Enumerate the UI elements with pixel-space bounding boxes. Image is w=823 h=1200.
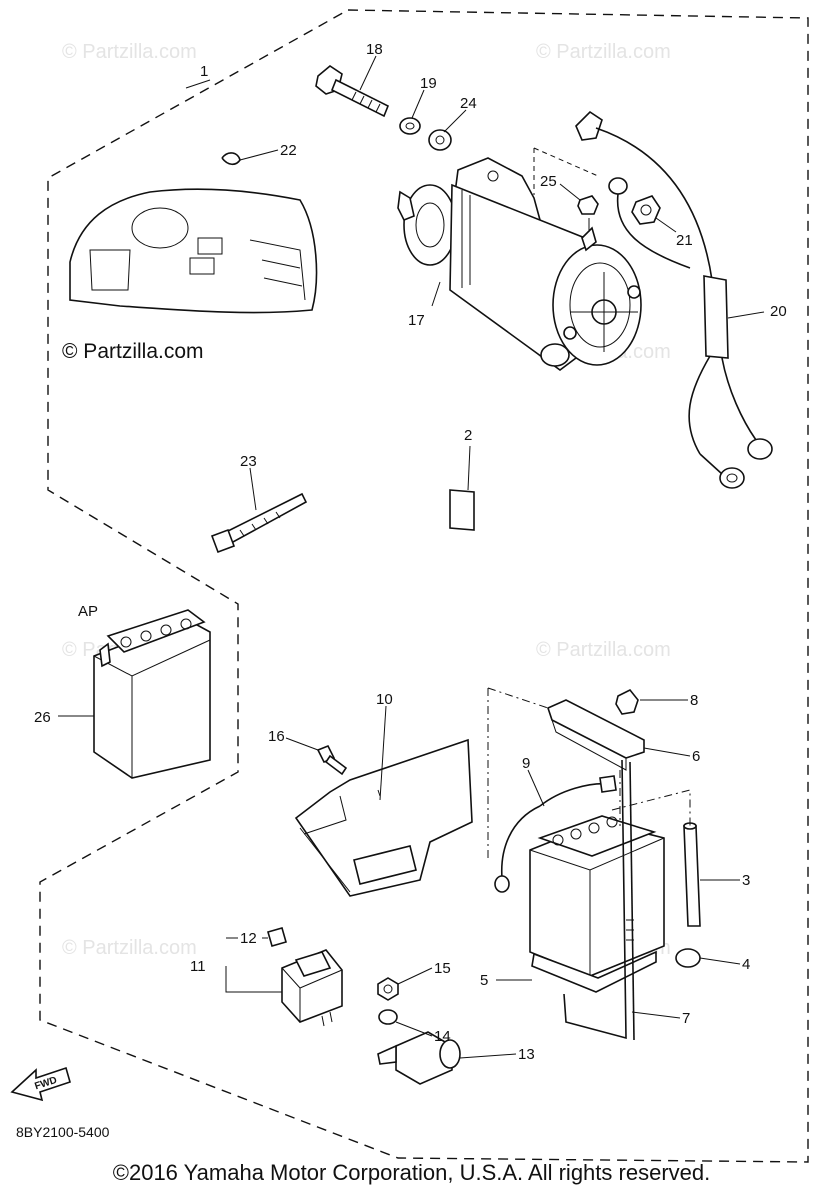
callout-15: 15: [434, 960, 451, 977]
diagram-ref-code: 8BY2100-5400: [16, 1124, 110, 1140]
assembly-boundary: [39, 9, 809, 1163]
watermark-top-right: © Partzilla.com: [536, 41, 671, 63]
callout-26: 26: [34, 709, 51, 726]
callout-6: 6: [692, 748, 700, 765]
starter-cable: [575, 110, 773, 489]
callout-19: 19: [420, 75, 437, 92]
breather-hose: [683, 822, 701, 927]
callout-20: 20: [770, 303, 787, 320]
callout-13: 13: [518, 1046, 535, 1063]
callout-21: 21: [676, 232, 693, 249]
callout-2: 2: [464, 427, 472, 444]
relay-cap: [267, 927, 287, 947]
nut-25: [577, 195, 599, 215]
callout-9: 9: [522, 755, 530, 772]
battery-tray: [531, 950, 657, 993]
callout-3: 3: [742, 872, 750, 889]
callout-5: 5: [480, 972, 488, 989]
callout-4: 4: [742, 956, 750, 973]
nut-21: [631, 195, 661, 225]
callout-8: 8: [690, 692, 698, 709]
bolt: [315, 65, 390, 118]
starter-relay: [281, 949, 343, 1027]
callout-22: 22: [280, 142, 297, 159]
engine-sketch: [69, 152, 318, 314]
watermark-mid-right: © Partzilla.com: [536, 639, 671, 661]
relay-13: [377, 1031, 461, 1085]
callout-18: 18: [366, 41, 383, 58]
callout-12: 12: [240, 930, 257, 947]
starter-motor: [397, 157, 642, 371]
callout-14: 14: [434, 1028, 451, 1045]
battery-cover: [294, 738, 473, 897]
watermark-top-left: © Partzilla.com: [62, 41, 197, 63]
watermark-prominent: © Partzilla.com: [62, 340, 204, 363]
callout-16: 16: [268, 728, 285, 745]
label-sticker: [449, 489, 475, 531]
battery-band: [563, 759, 635, 1041]
cable-tie: [210, 492, 308, 554]
callout-11: 11: [190, 958, 206, 975]
battery-band-bracket: [547, 699, 645, 771]
forward-arrow-icon: [10, 1066, 71, 1102]
callout-1: 1: [200, 63, 208, 80]
battery-ap: [93, 609, 211, 779]
nut-8: [615, 688, 639, 715]
ap-label: AP: [78, 603, 98, 620]
copyright-notice: ©2016 Yamaha Motor Corporation, U.S.A. A…: [112, 1160, 711, 1185]
battery: [529, 815, 665, 977]
leader-lines: [58, 55, 765, 1059]
cover-bolt: [316, 744, 348, 776]
callout-10: 10: [376, 691, 393, 708]
battery-lead: [494, 775, 617, 893]
watermark-bottom-left: © Partzilla.com: [62, 937, 197, 959]
nut-15: [377, 977, 399, 1001]
callout-17: 17: [408, 312, 425, 329]
nut-14: [378, 1009, 398, 1025]
callout-25: 25: [540, 173, 557, 190]
callout-7: 7: [682, 1010, 690, 1027]
washer: [428, 129, 452, 151]
hose-cap: [675, 948, 701, 968]
callout-23: 23: [240, 453, 257, 470]
callout-24: 24: [460, 95, 477, 112]
lock-washer: [399, 117, 421, 135]
